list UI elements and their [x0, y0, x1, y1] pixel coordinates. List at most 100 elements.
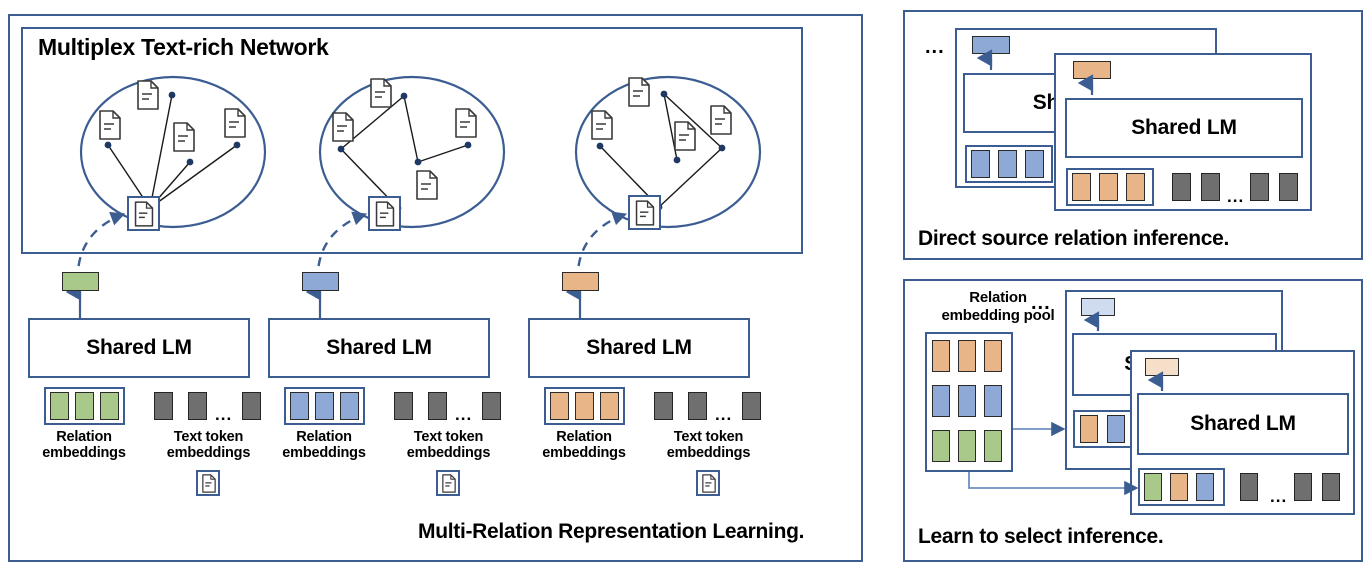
label-line-2: embeddings [166, 445, 251, 461]
text-token-embeddings-label: Text token embeddings [396, 429, 501, 461]
output-embedding-blue [302, 272, 339, 291]
select-front-selected-chip [1144, 473, 1162, 501]
relation-embedding-chip [75, 392, 94, 420]
relation-embedding-chip [600, 392, 619, 420]
front-card-output-embedding [1073, 61, 1111, 79]
relation-embeddings-label: Relation embeddings [34, 429, 134, 461]
select-back-selected-chip [1080, 415, 1098, 443]
relation-embedding-chip [550, 392, 569, 420]
select-front-shared-lm-box: Shared LM [1137, 393, 1349, 455]
document-icon [222, 108, 248, 143]
pool-chip [958, 340, 976, 372]
label-line-2: embeddings [542, 445, 626, 461]
text-token-embeddings-label: Text token embeddings [656, 429, 761, 461]
front-card-shared-lm-label: Shared LM [1131, 116, 1237, 139]
pool-label-line-1: Relation [969, 289, 1027, 306]
pool-chip [984, 340, 1002, 372]
relation-embedding-chip [575, 392, 594, 420]
text-token-chip [742, 392, 761, 420]
front-card-text-chip [1250, 173, 1269, 201]
relation-embedding-chip [100, 392, 119, 420]
text-token-embeddings-label: Text token embeddings [156, 429, 261, 461]
shared-lm-label: Shared LM [326, 336, 432, 359]
document-icon [135, 80, 161, 115]
pool-chip [932, 430, 950, 462]
shared-lm-box-1: Shared LM [28, 318, 250, 378]
text-token-chip [188, 392, 207, 420]
text-token-chip [654, 392, 673, 420]
text-token-chip [394, 392, 413, 420]
relation-embedding-chip [340, 392, 359, 420]
front-card-ellipsis: ... [1227, 187, 1245, 206]
pool-ellipsis: ... [1031, 292, 1051, 314]
document-icon [414, 170, 440, 205]
highlighted-document-box [368, 196, 401, 231]
document-icon [330, 112, 356, 147]
label-line-1: Relation [296, 429, 352, 445]
text-token-chip [688, 392, 707, 420]
select-front-shared-lm-label: Shared LM [1190, 412, 1296, 435]
pool-chip [932, 385, 950, 417]
back-card-relation-chip [998, 150, 1017, 178]
relation-embedding-chip [50, 392, 69, 420]
text-token-ellipsis: ... [215, 405, 233, 424]
document-icon [97, 110, 123, 145]
source-document-box [196, 470, 220, 496]
label-line-2: embeddings [42, 445, 126, 461]
shared-lm-label: Shared LM [586, 336, 692, 359]
select-front-text-chip [1240, 473, 1258, 501]
label-line-2: embeddings [282, 445, 366, 461]
front-card-text-chip [1172, 173, 1191, 201]
front-card-relation-chip [1072, 173, 1091, 201]
document-icon [626, 77, 652, 112]
pool-chip [984, 430, 1002, 462]
bottom-right-caption: Learn to select inference. [918, 525, 1164, 548]
highlighted-document-box [628, 195, 661, 230]
pool-chip [984, 385, 1002, 417]
document-icon [589, 110, 615, 145]
label-line-1: Text token [173, 429, 244, 445]
top-right-caption: Direct source relation inference. [918, 227, 1230, 250]
pool-chip [958, 430, 976, 462]
document-icon [171, 122, 197, 157]
front-card-relation-chip [1099, 173, 1118, 201]
document-icon [672, 121, 698, 156]
relation-embedding-chip [315, 392, 334, 420]
select-back-output-embedding [1081, 298, 1115, 316]
select-front-ellipsis: ... [1270, 487, 1288, 506]
back-card-output-embedding [972, 36, 1010, 54]
pool-label-line-2: embedding pool [941, 307, 1055, 324]
text-token-ellipsis: ... [455, 405, 473, 424]
shared-lm-box-2: Shared LM [268, 318, 490, 378]
document-icon [708, 105, 734, 140]
label-line-1: Text token [673, 429, 744, 445]
label-line-1: Text token [413, 429, 484, 445]
pool-chip [932, 340, 950, 372]
select-back-selected-chip [1107, 415, 1125, 443]
label-line-1: Relation [56, 429, 112, 445]
select-front-text-chip [1322, 473, 1340, 501]
page-title: Multiplex Text-rich Network [38, 34, 329, 60]
shared-lm-box-3: Shared LM [528, 318, 750, 378]
document-icon [368, 78, 394, 113]
pool-chip [958, 385, 976, 417]
label-line-2: embeddings [666, 445, 751, 461]
front-card-shared-lm-box: Shared LM [1065, 98, 1303, 158]
relation-embeddings-label: Relation embeddings [274, 429, 374, 461]
text-token-chip [428, 392, 447, 420]
select-front-text-chip [1294, 473, 1312, 501]
document-icon [453, 108, 479, 143]
shared-lm-label: Shared LM [86, 336, 192, 359]
select-front-selected-chip [1196, 473, 1214, 501]
select-front-output-embedding [1145, 358, 1179, 376]
front-card-text-chip [1279, 173, 1298, 201]
source-document-box [696, 470, 720, 496]
highlighted-document-box [127, 196, 160, 231]
label-line-1: Relation [556, 429, 612, 445]
front-card-text-chip [1201, 173, 1220, 201]
select-front-selected-chip [1170, 473, 1188, 501]
back-card-relation-chip [971, 150, 990, 178]
output-embedding-green [62, 272, 99, 291]
text-token-ellipsis: ... [715, 405, 733, 424]
